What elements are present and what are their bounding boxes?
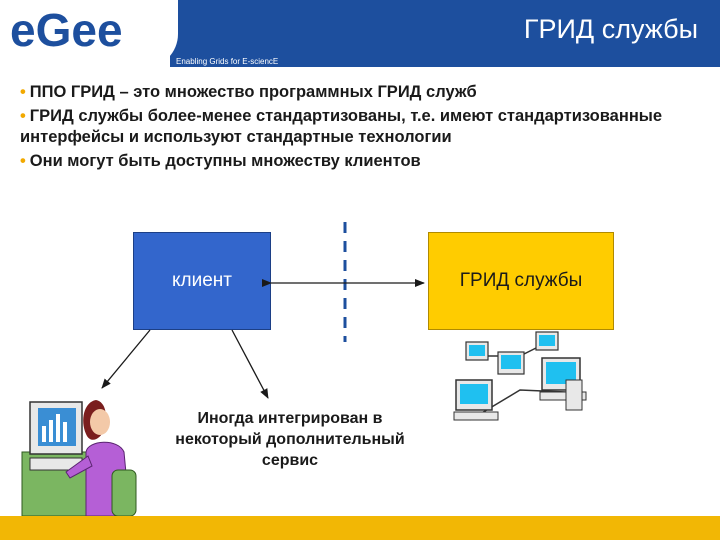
footer-bar (0, 516, 720, 540)
person-at-computer-icon (22, 400, 136, 516)
computer-network-icon (454, 332, 586, 420)
arrow-to-note (232, 330, 268, 398)
integration-note: Иногда интегрирован в некоторый дополнит… (160, 408, 420, 471)
arrow-to-person (102, 330, 150, 388)
